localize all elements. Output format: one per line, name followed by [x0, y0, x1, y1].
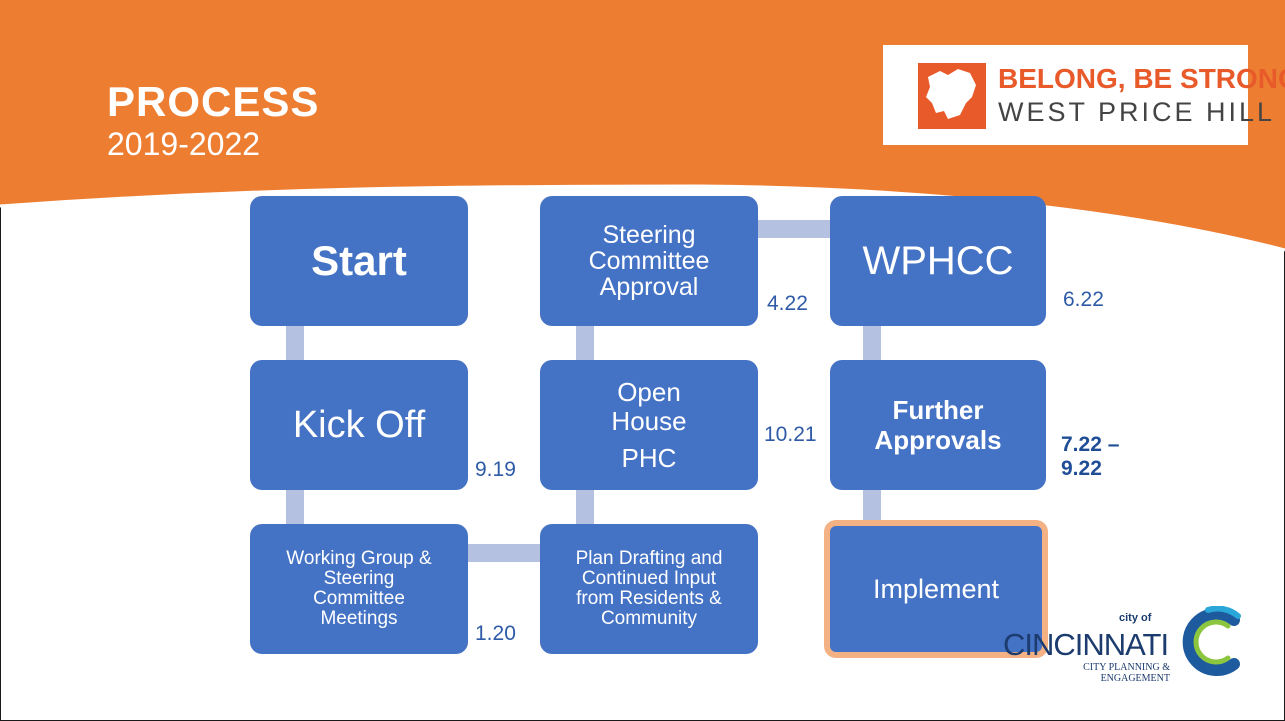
- logo-neighborhood: WEST PRICE HILL: [998, 97, 1276, 127]
- neighborhood-map-icon: [918, 63, 986, 129]
- step-open-house-line: Open: [617, 376, 681, 407]
- connector-openhouse-steering: [576, 322, 594, 364]
- step-plan-drafting-line: Community: [600, 608, 698, 629]
- city-name: CINCINNATI: [1003, 627, 1169, 662]
- step-wphcc-label: WPHCC: [862, 238, 1014, 283]
- step-start: Start: [250, 196, 468, 326]
- step-implement: Implement: [824, 520, 1048, 658]
- step-further-approvals: Further Approvals: [830, 360, 1046, 490]
- date-further-approvals-start: 7.22 –: [1061, 433, 1120, 456]
- step-plan-drafting-line: Continued Input: [581, 568, 717, 589]
- connector-working-plan: [464, 544, 544, 562]
- step-working-group-line: Working Group &: [286, 548, 432, 569]
- connector-further-implement: [863, 488, 881, 528]
- step-further-approvals-line: Further: [892, 395, 984, 425]
- step-steering-approval-line: Committee: [588, 247, 710, 275]
- step-working-group-line: Meetings: [320, 608, 398, 629]
- city-of-label: city of: [1119, 612, 1152, 624]
- step-open-house: Open House PHC: [540, 360, 758, 490]
- step-plan-drafting: Plan Drafting and Continued Input from R…: [540, 524, 758, 654]
- cincinnati-c-icon: [1182, 606, 1241, 676]
- step-working-group-line: Committee: [313, 588, 405, 609]
- department-name: CITY PLANNING & ENGAGEMENT: [1050, 662, 1170, 684]
- connector-kickoff-working: [286, 488, 304, 528]
- belong-be-strong-logo: BELONG, BE STRONG WEST PRICE HILL: [883, 45, 1285, 145]
- step-plan-drafting-line: from Residents &: [576, 588, 722, 609]
- step-wphcc: WPHCC: [830, 196, 1046, 326]
- connector-steering-wphcc: [754, 220, 834, 238]
- department-line: CITY PLANNING &: [1083, 662, 1170, 673]
- date-further-approvals-end: 9.22: [1061, 457, 1102, 480]
- step-steering-approval-line: Approval: [599, 273, 699, 301]
- step-kickoff-label: Kick Off: [292, 403, 426, 446]
- connector-start-kickoff: [286, 322, 304, 364]
- date-working-group: 1.20: [475, 622, 516, 645]
- step-kickoff: Kick Off: [250, 360, 468, 490]
- step-further-approvals-line: Approvals: [874, 425, 1002, 455]
- step-working-group: Working Group & Steering Committee Meeti…: [250, 524, 468, 654]
- date-steering-approval: 4.22: [767, 292, 808, 315]
- date-kickoff: 9.19: [475, 458, 516, 481]
- page-subtitle: 2019-2022: [107, 126, 261, 162]
- step-steering-approval: Steering Committee Approval: [540, 196, 758, 326]
- step-plan-drafting-line: Plan Drafting and: [575, 548, 723, 569]
- step-start-label: Start: [311, 237, 407, 284]
- department-line: ENGAGEMENT: [1100, 673, 1170, 684]
- step-open-house-line: PHC: [621, 442, 677, 473]
- connector-plan-openhouse: [576, 488, 594, 528]
- step-open-house-line: House: [611, 405, 687, 436]
- logo-tagline: BELONG, BE STRONG: [998, 63, 1285, 94]
- page-title: PROCESS: [107, 78, 320, 125]
- step-implement-label: Implement: [872, 573, 1000, 604]
- step-steering-approval-line: Steering: [602, 221, 696, 249]
- step-working-group-line: Steering: [323, 568, 395, 589]
- date-wphcc: 6.22: [1063, 288, 1104, 311]
- connector-wphcc-further: [863, 322, 881, 364]
- date-open-house: 10.21: [764, 423, 817, 446]
